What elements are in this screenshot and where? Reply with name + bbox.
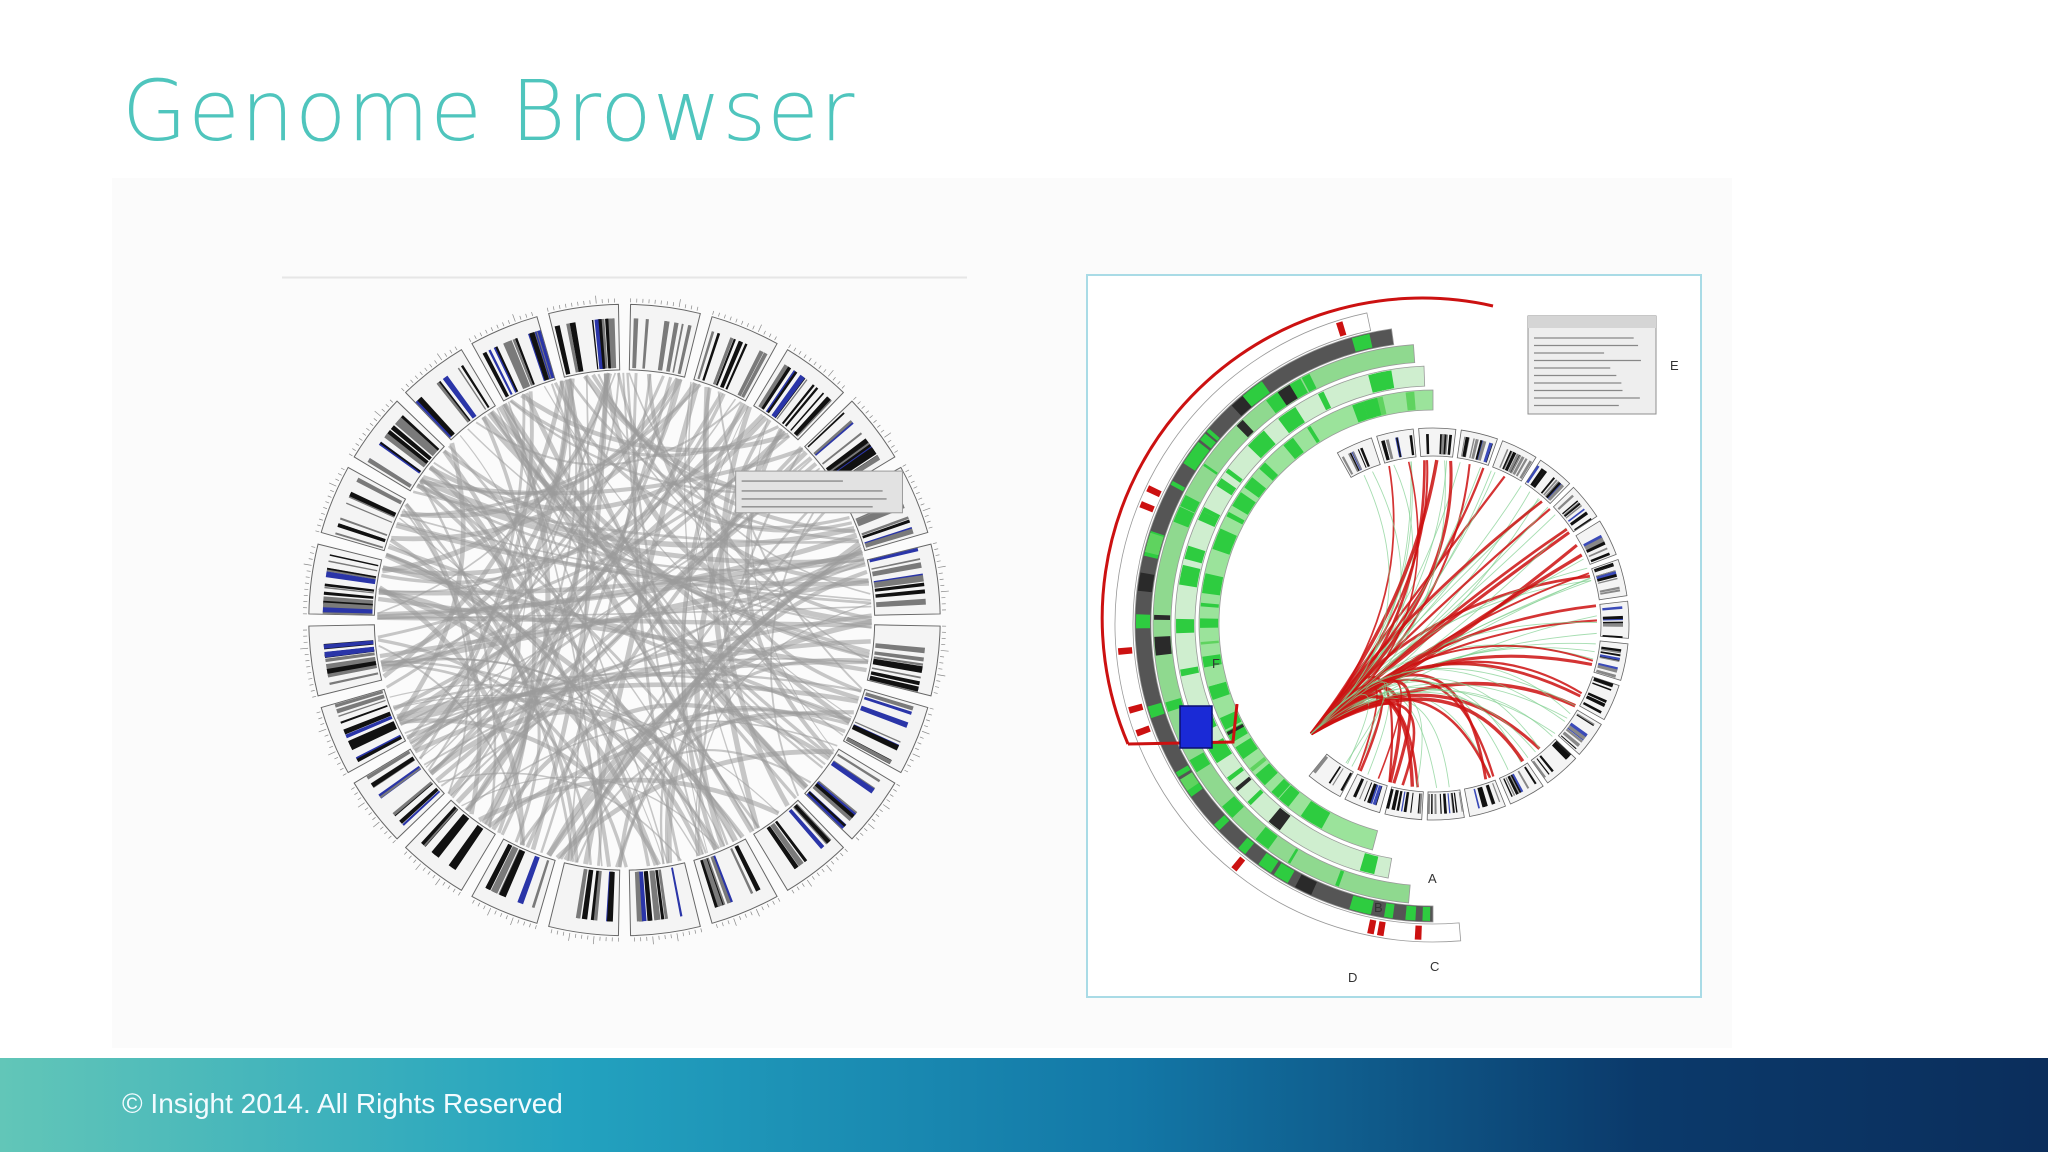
panel-label-b: B <box>1374 900 1383 915</box>
link-ribbons <box>1309 459 1598 789</box>
highlight-block <box>1179 705 1213 749</box>
scale-ticks <box>300 295 949 945</box>
panel-label-c: C <box>1430 959 1439 974</box>
tooltip-popup <box>735 470 903 514</box>
circos-plot-left <box>282 276 967 945</box>
slide-title: Genome Browser <box>122 62 856 160</box>
panel-label-d: D <box>1348 970 1357 985</box>
footer-band <box>0 1058 2048 1152</box>
circos-plot-right: A B C D E F <box>1100 296 1679 985</box>
panel-label-e: E <box>1670 358 1679 373</box>
copyright-text: © Insight 2014. All Rights Reserved <box>122 1088 563 1119</box>
panel-label-f: F <box>1212 656 1220 671</box>
panel-label-a: A <box>1428 871 1437 886</box>
outer-annotation-tracks <box>1100 296 1494 943</box>
chromosome-ideogram-ring <box>1308 427 1630 821</box>
link-ribbons <box>377 372 873 868</box>
tooltip-popup <box>1527 315 1657 415</box>
